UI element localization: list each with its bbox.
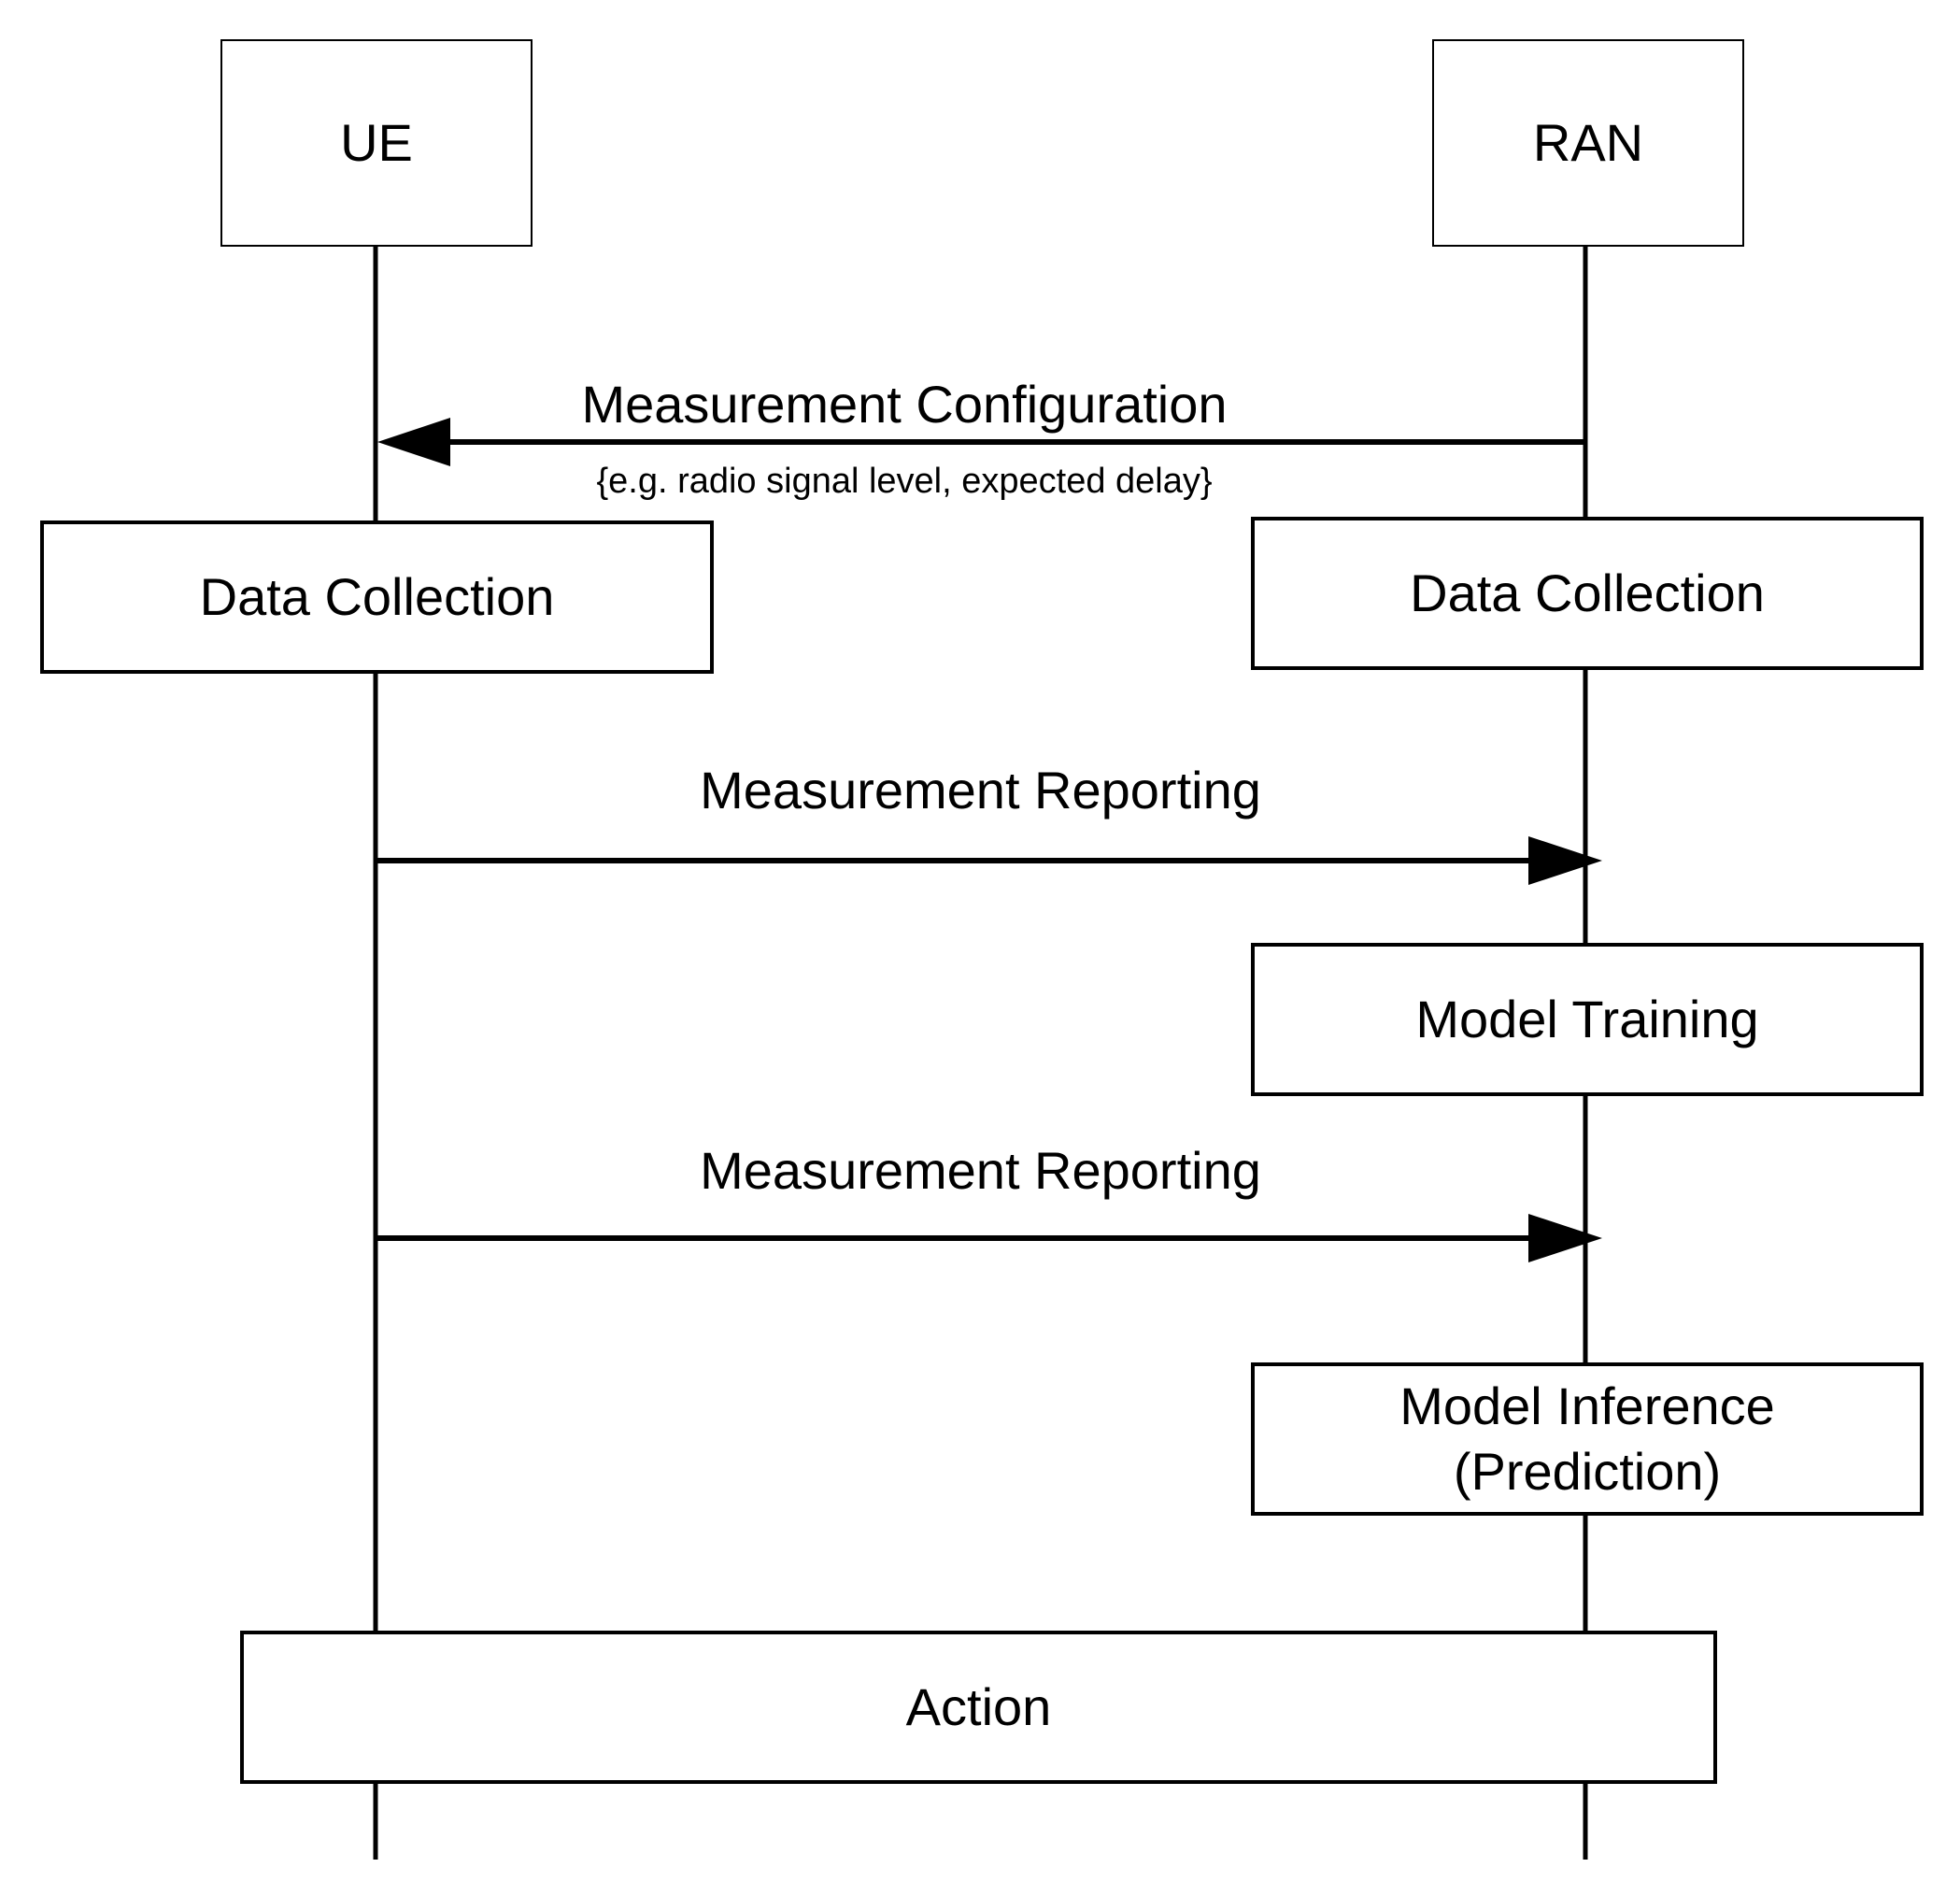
ran-participant-box: RAN xyxy=(1432,39,1744,247)
model-inference-label: Model Inference (Prediction) xyxy=(1399,1376,1775,1501)
config-message: Measurement Configuration xyxy=(376,374,1713,505)
model-inference-box: Model Inference (Prediction) xyxy=(1251,1362,1924,1516)
config-message-label: Measurement Configuration xyxy=(581,375,1228,434)
report-1-arrowhead xyxy=(1528,836,1602,885)
ue-participant-label: UE xyxy=(340,113,413,172)
model-training-label: Model Training xyxy=(1415,990,1759,1048)
ran-data-collection-box: Data Collection xyxy=(1251,517,1924,670)
ran-data-collection-label: Data Collection xyxy=(1410,563,1765,622)
ue-data-collection-box: Data Collection xyxy=(40,520,714,674)
report-2-label: Measurement Reporting xyxy=(700,1141,1261,1200)
action-box: Action xyxy=(240,1631,1717,1784)
config-message-note: {e.g. radio signal level, expected delay… xyxy=(596,462,1213,501)
ran-participant-label: RAN xyxy=(1532,113,1644,172)
report-1-label: Measurement Reporting xyxy=(700,761,1261,820)
action-label: Action xyxy=(905,1677,1052,1736)
report-2-arrowhead xyxy=(1528,1214,1602,1262)
ue-data-collection-label: Data Collection xyxy=(199,567,555,626)
ue-participant-box: UE xyxy=(220,39,533,247)
model-training-box: Model Training xyxy=(1251,943,1924,1096)
config-arrowhead xyxy=(377,418,450,466)
